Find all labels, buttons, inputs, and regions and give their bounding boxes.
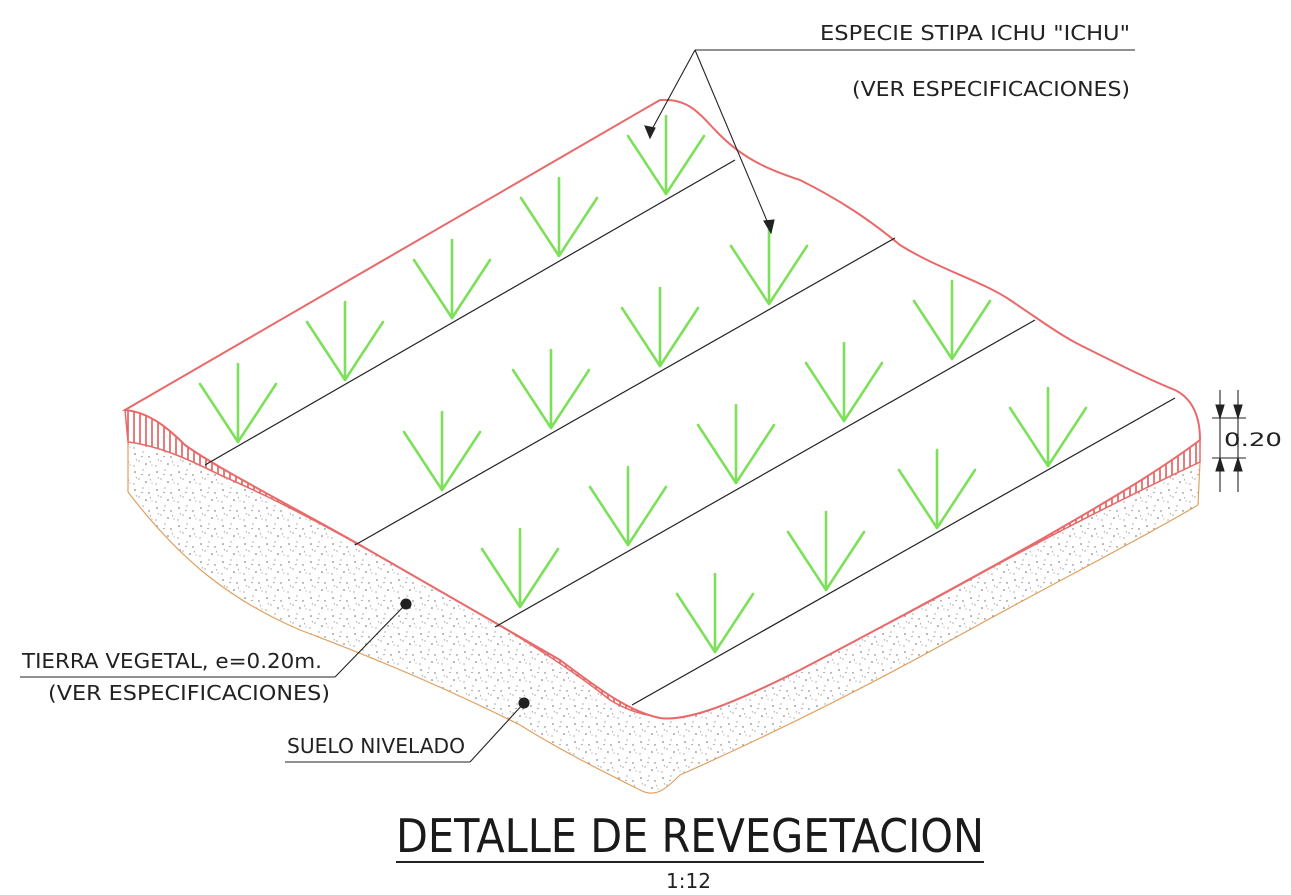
stipa-ichu-plant [696,403,776,485]
furrow-line [494,319,1036,628]
thickness-label: 0.20 [1224,429,1282,451]
stipa-ichu-plant [626,114,706,196]
stipa-ichu-plant [912,279,992,361]
stipa-ichu-plant [675,572,755,654]
leveled-soil-label: SUELO NIVELADO [287,734,465,758]
stipa-ichu-plant [588,465,668,547]
thickness-dimension [1212,390,1246,492]
drawing-scale: 1:12 [666,869,711,893]
topsoil-marker [400,598,412,610]
species-label: ESPECIE STIPA ICHU "ICHU" [820,21,1130,45]
stipa-ichu-plant [620,286,700,368]
stipa-ichu-plant [511,348,591,430]
furrow-line [354,237,896,546]
top-surface-outline [121,98,1202,720]
stipa-ichu-plant [305,300,385,382]
soil-leaders [20,598,530,763]
stipa-ichu-plant [519,176,599,258]
stipa-ichu-plant [198,362,278,444]
furrow-lines [204,159,1176,706]
stipa-ichu-plant [729,224,809,306]
species-leader [644,49,1135,235]
topsoil-note: (VER ESPECIFICACIONES) [48,681,330,705]
stipa-ichu-plant [786,510,866,592]
drawing-title: DETALLE DE REVEGETACION [396,809,984,863]
furrow-line [204,159,736,466]
stipa-ichu-plant [412,238,492,320]
soil-marker [518,697,530,709]
stipa-ichu-plant [897,448,977,530]
stipa-ichu-plant [480,527,560,609]
plant-group [198,114,1088,654]
stipa-ichu-plant [402,410,482,492]
species-note: (VER ESPECIFICACIONES) [852,77,1130,101]
furrow-line [631,397,1176,706]
topsoil-label: TIERRA VEGETAL, e=0.20m. [21,649,322,673]
stipa-ichu-plant [1008,386,1088,468]
stipa-ichu-plant [804,341,884,423]
